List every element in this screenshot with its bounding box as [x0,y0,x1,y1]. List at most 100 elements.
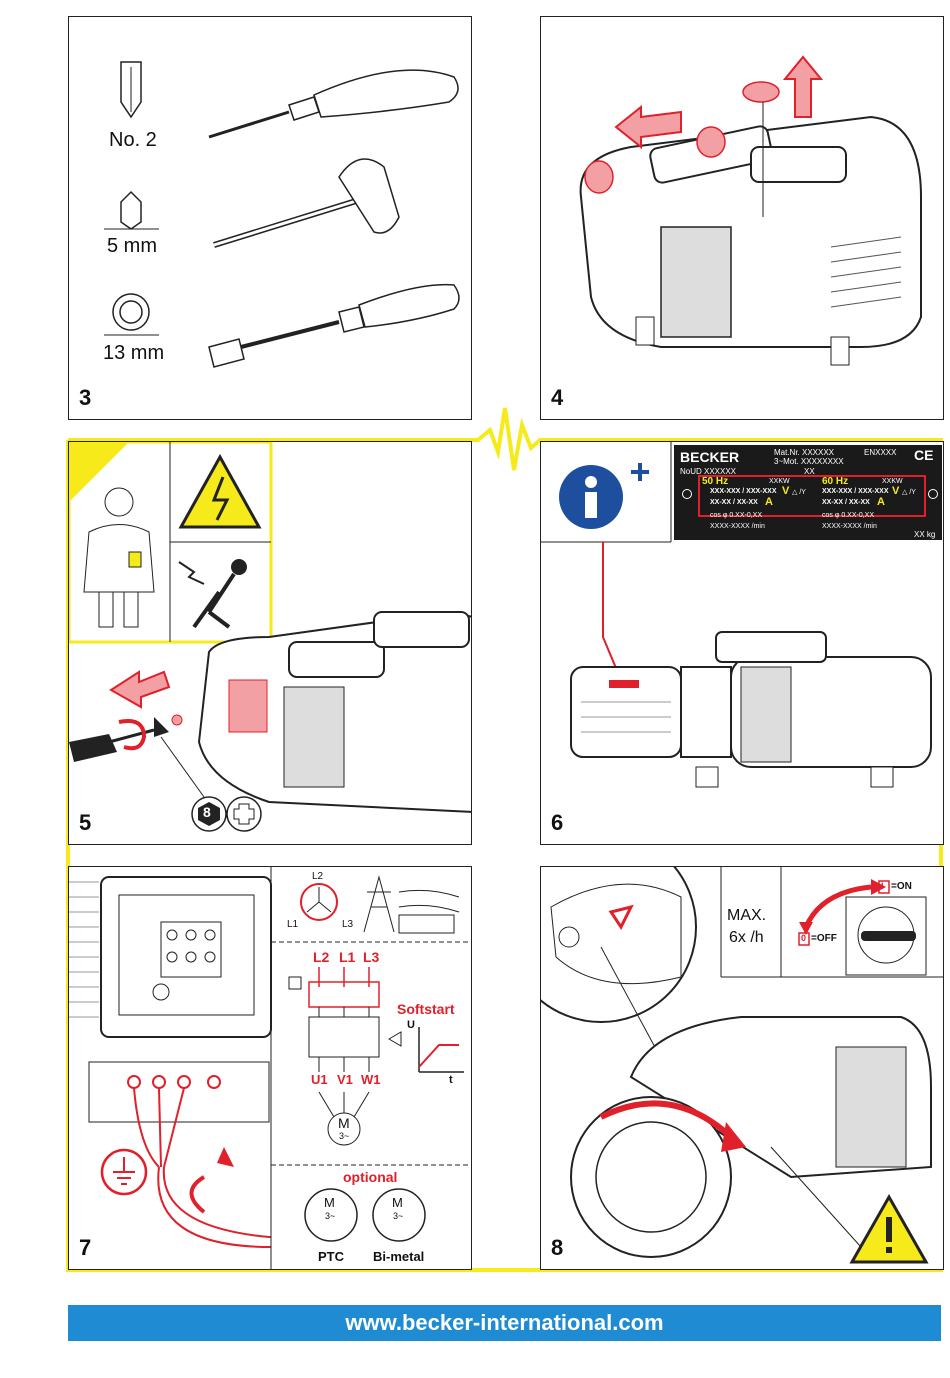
panel-number: 8 [551,1235,564,1260]
delta60-label: △ /Y [902,489,916,496]
ptc-motor-label: M [324,1195,335,1210]
per-hour-label: 6x /h [729,929,764,946]
warning-icon [849,1193,929,1264]
kw60-label: XXKW [882,478,903,485]
tool1-label: No. 2 [109,129,157,151]
a50-unit: A [765,496,773,508]
ptc-motor-sub: 3~ [325,1211,336,1221]
softstart-graph-icon [418,1027,464,1073]
off-symbol: 0 [801,933,807,943]
info-plus-icon [559,463,649,529]
v60-unit: V [892,485,900,497]
safety-illustration [69,442,471,832]
three-phase-icon [300,883,338,921]
rpm60-label: XXXX-XXXX /min [822,523,877,530]
panel-4-caps: 4 [540,16,944,420]
off-label: =OFF [811,933,837,944]
l2-red-label: L2 [313,949,330,965]
w1-label: W1 [361,1072,381,1087]
motor-sub-label: 3~ [339,1131,350,1141]
socket-icon [104,293,159,336]
delta50-label: △ /Y [792,489,806,496]
hz50-label: 50 Hz [702,476,729,487]
on-label: =ON [891,881,912,892]
mat-label: Mat.Nr. XXXXXX [774,448,835,457]
arrow-left-icon [614,104,682,150]
hole-icon [928,489,938,499]
footer-url[interactable]: www.becker-international.com [68,1305,941,1341]
a50-label: XX-XX / XX-XX [710,499,758,506]
startup-illustration [541,867,943,1264]
rotary-switch-icon [799,879,927,976]
hex-badge-label: 8 [203,804,211,820]
panel-number: 3 [79,385,92,410]
bimetal-label: Bi-metal [373,1249,425,1264]
mot-label: 3~Mot. XXXXXXXX [774,457,844,466]
nut-driver-icon [208,283,460,368]
rotate-icon [189,1147,234,1214]
rpm50-label: XXXX-XXXX /min [710,523,765,530]
t-axis-label: t [449,1074,453,1086]
hex-8-badge-icon [191,796,227,832]
wiring-illustration [69,867,471,1269]
motor-label: M [338,1115,350,1131]
l2-label: L2 [312,871,324,882]
ground-icon [100,1148,148,1196]
panel-number: 5 [79,810,92,835]
arrow-left-icon [109,670,171,709]
softstart-label: Softstart [397,1001,455,1017]
panel-number: 7 [79,1235,92,1260]
brand-label: BECKER [680,449,740,465]
xx-label: XX [804,467,815,476]
electric-shock-icon [178,559,247,629]
l3-label: L3 [342,919,354,930]
arrow-up-icon [782,55,824,118]
u1-label: U1 [311,1072,328,1087]
v50-unit: V [782,485,790,497]
ce-mark: CE [914,447,934,463]
nameplate-illustration [541,442,932,788]
kw50-label: XXKW [769,478,790,485]
optional-label: optional [343,1169,398,1185]
no-label: NoUD XXXXXX [680,467,737,476]
l1-red-label: L1 [339,949,356,965]
panel-7-wiring: L2 L1 L3 L2 L1 L3 Softstart U t U1 V1 W1… [68,866,472,1270]
t-key-icon [213,158,400,248]
en-label: ENXXXX [864,448,897,457]
u-axis-label: U [407,1019,415,1031]
cap-icon [584,81,780,194]
panel-8-startup: MAX. 6x /h I =ON 0 =OFF 8 [540,866,944,1270]
ptc-label: PTC [318,1249,344,1264]
v50-label: XXX-XXX / XXX-XXX [710,488,777,495]
l1-label: L1 [287,919,299,930]
frequency-highlight-box [698,475,926,517]
tool3-label: 13 mm [103,342,165,364]
panel-number: 4 [551,385,564,410]
hole-icon [682,489,692,499]
hex-key-icon [104,190,159,230]
phillips-screwdriver-icon [208,69,459,139]
power-pylon-icon [363,875,460,934]
cos60-label: cos φ 0.XX-0,XX [822,512,875,519]
pump-illustration [579,55,922,366]
tools-illustration [104,61,460,368]
phillips-bit-icon [120,61,142,119]
l3-red-label: L3 [363,949,380,965]
nameplate: BECKER Mat.Nr. XXXXXX ENXXXX CE NoUD XXX… [674,445,942,540]
bimetal-motor-sub: 3~ [393,1211,404,1221]
phillips-badge-icon [226,796,262,832]
a60-unit: A [877,496,885,508]
kg-label: XX kg [914,530,936,539]
panel-3-tools: No. 2 5 mm 13 mm 3 [68,16,472,420]
a60-label: XX-XX / XX-XX [822,499,870,506]
panel-number: 6 [551,810,564,835]
max-label: MAX. [727,907,767,924]
panel-5-safety: 8 5 [68,441,472,845]
screwdriver-icon [69,717,169,762]
v60-label: XXX-XXX / XXX-XXX [822,488,889,495]
panel-6-nameplate: BECKER Mat.Nr. XXXXXX ENXXXX CE NoUD XXX… [540,441,944,845]
bimetal-motor-label: M [392,1195,403,1210]
hz60-label: 60 Hz [822,476,849,487]
cos50-label: cos φ 0.XX-0,XX [710,512,763,519]
